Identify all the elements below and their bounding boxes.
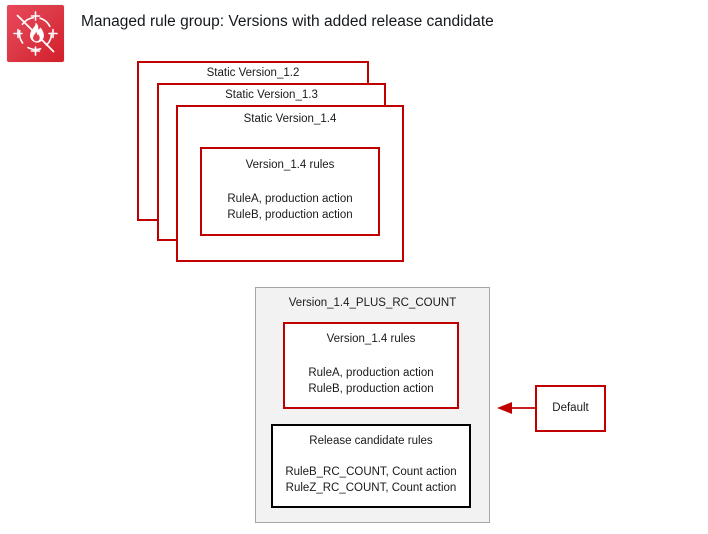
static-version-label: Static Version_1.4: [243, 113, 337, 125]
page-title: Managed rule group: Versions with added …: [81, 13, 494, 30]
rule-item: RuleA, production action: [227, 193, 353, 205]
rules-box-title: Version_1.4 rules: [245, 159, 335, 171]
default-callout-box: Default: [535, 385, 606, 432]
rc-production-rules-box: Version_1.4 rules RuleA, production acti…: [283, 322, 459, 409]
rules-list: RuleA, production action RuleB, producti…: [285, 365, 457, 397]
rules-box-title: Version_1.4 rules: [326, 333, 416, 345]
rule-item: RuleZ_RC_COUNT, Count action: [285, 482, 457, 494]
release-candidate-rules-box: Release candidate rules RuleB_RC_COUNT, …: [271, 424, 471, 508]
rule-item: RuleB, production action: [227, 209, 353, 221]
static-version-label: Static Version_1.2: [206, 67, 300, 79]
static-version-label: Static Version_1.3: [225, 89, 318, 101]
rule-item: RuleA, production action: [308, 367, 434, 379]
rule-item: RuleB, production action: [308, 383, 434, 395]
left-arrow-icon: [497, 402, 537, 414]
aws-waf-icon: [7, 5, 64, 62]
rules-list: RuleA, production action RuleB, producti…: [202, 191, 378, 223]
rule-item: RuleB_RC_COUNT, Count action: [285, 466, 457, 478]
rc-container-title: Version_1.4_PLUS_RC_COUNT: [288, 297, 457, 309]
version-1-4-rules-box: Version_1.4 rules RuleA, production acti…: [200, 147, 380, 236]
rules-list: RuleB_RC_COUNT, Count action RuleZ_RC_CO…: [273, 464, 469, 496]
rules-box-title: Release candidate rules: [309, 435, 433, 447]
default-label: Default: [552, 402, 589, 414]
